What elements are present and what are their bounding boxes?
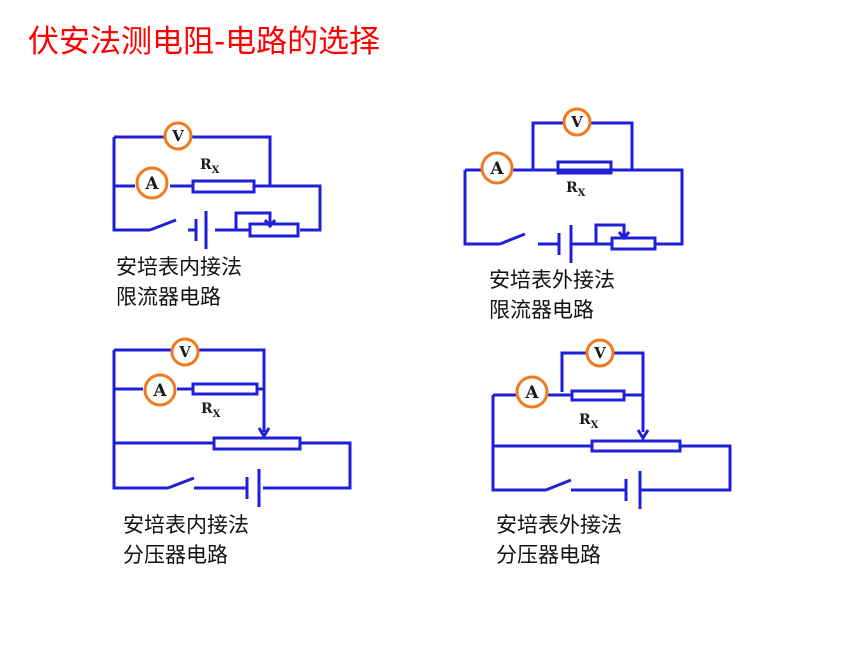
battery <box>194 211 208 249</box>
voltmeter-label: V <box>178 343 191 361</box>
resistor-rx <box>570 389 626 402</box>
battery <box>245 469 261 507</box>
caption-line-1: 安培表内接法 <box>116 255 242 279</box>
caption-internal-limiter: 安培表内接法 限流器电路 <box>116 252 242 312</box>
resistor-rx <box>191 382 259 396</box>
rheostat <box>212 436 302 451</box>
voltmeter-label: V <box>593 344 606 362</box>
caption-line-2: 分压器电路 <box>496 543 601 567</box>
caption-line-2: 限流器电路 <box>116 285 221 309</box>
ammeter-icon <box>480 151 514 185</box>
switch <box>167 476 195 490</box>
ammeter-icon <box>143 373 177 407</box>
resistor-label: RX <box>566 180 586 199</box>
ammeter-label: A <box>524 383 539 403</box>
caption-line-1: 安培表外接法 <box>496 513 622 537</box>
circuit-external-divider: V A RX <box>491 338 732 509</box>
ammeter-label: A <box>144 174 159 194</box>
circuit-internal-limiter: V A RX <box>112 121 322 249</box>
voltmeter-icon <box>562 107 592 137</box>
switch <box>499 232 526 246</box>
caption-line-2: 分压器电路 <box>123 543 228 567</box>
voltmeter-icon <box>585 338 615 368</box>
resistor-label: RX <box>201 401 221 420</box>
caption-line-1: 安培表外接法 <box>489 268 615 292</box>
voltmeter-label: V <box>171 127 184 145</box>
ammeter-label: A <box>152 381 167 401</box>
switch <box>545 478 572 492</box>
rheostat <box>610 236 657 251</box>
voltmeter-icon <box>163 121 193 151</box>
circuit-internal-divider: V A RX <box>112 337 352 507</box>
caption-internal-divider: 安培表内接法 分压器电路 <box>123 510 249 570</box>
resistor-label: RX <box>200 157 220 176</box>
caption-external-limiter: 安培表外接法 限流器电路 <box>489 265 615 325</box>
voltmeter-label: V <box>570 113 583 131</box>
voltmeter-icon <box>170 337 200 367</box>
page-title: 伏安法测电阻-电路的选择 <box>28 24 381 60</box>
resistor-label: RX <box>579 412 599 431</box>
resistor-rx <box>191 179 256 194</box>
caption-line-1: 安培表内接法 <box>123 513 249 537</box>
battery <box>624 471 642 509</box>
switch <box>149 218 177 232</box>
ammeter-label: A <box>489 159 504 179</box>
battery <box>557 225 573 263</box>
circuit-external-limiter: V A RX <box>463 107 684 263</box>
ammeter-icon <box>515 375 549 409</box>
caption-external-divider: 安培表外接法 分压器电路 <box>496 510 622 570</box>
resistor-rx <box>556 160 613 175</box>
rheostat <box>590 439 682 453</box>
ammeter-icon <box>135 166 169 200</box>
caption-line-2: 限流器电路 <box>489 298 594 322</box>
rheostat <box>248 222 300 238</box>
